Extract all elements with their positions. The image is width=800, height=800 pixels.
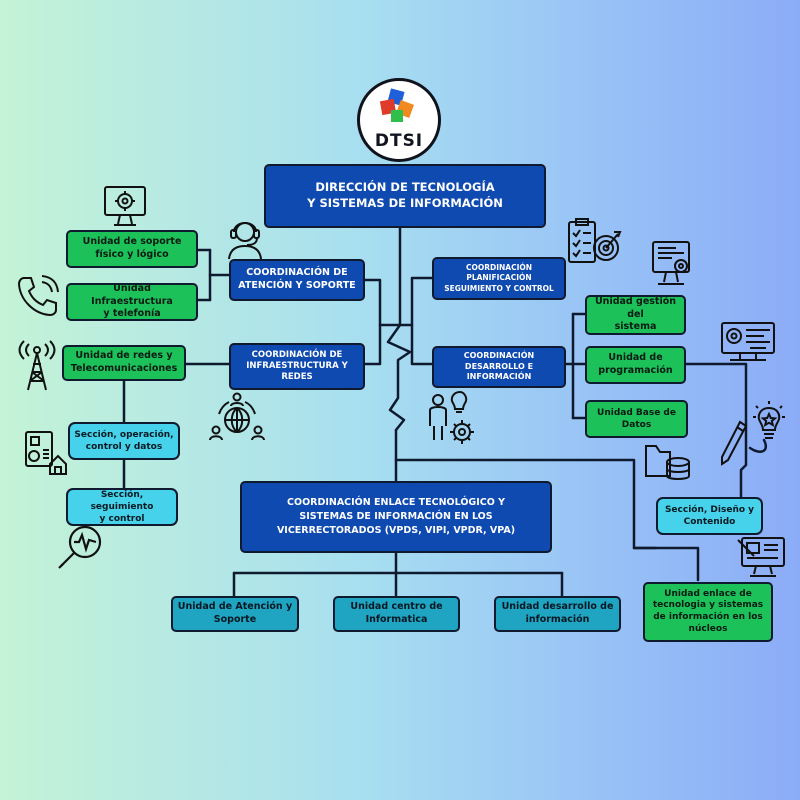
folder-database-icon — [645, 445, 690, 480]
unidad-atencion-soporte[interactable]: Unidad de Atención y Soporte — [171, 596, 299, 632]
monitor-gear-icon — [104, 186, 146, 226]
unidad-programacion[interactable]: Unidad de programación — [585, 346, 686, 384]
unidad-enlace-nucleos[interactable]: Unidad enlace de tecnologia y sistemas d… — [643, 582, 773, 642]
seccion-seguimiento[interactable]: Sección, seguimiento y control — [66, 488, 178, 526]
unidad-infraestructura-telefonia[interactable]: Unidad Infraestructura y telefonía — [66, 283, 198, 321]
seccion-diseno[interactable]: Sección, Diseño y Contenido — [656, 497, 763, 535]
unidad-centro-informatica[interactable]: Unidad centro de Informatica — [333, 596, 460, 632]
security-panel-icon — [25, 431, 67, 475]
coordinacion-enlace[interactable]: COORDINACIÓN ENLACE TECNOLÓGICO Y SISTEM… — [240, 481, 552, 553]
dtsi-logo: DTSI — [357, 78, 441, 162]
network-people-icon — [209, 392, 265, 441]
coordinacion-desarrollo[interactable]: COORDINACIÓN DESARROLLO E INFORMACIÓN — [432, 346, 566, 388]
radio-tower-icon — [18, 340, 56, 391]
pencil-icon — [721, 420, 748, 466]
coordinacion-infraestructura-redes[interactable]: COORDINACIÓN DE INFRAESTRUCTURA Y REDES — [229, 343, 365, 390]
lightbulb-icon — [753, 401, 785, 439]
monitor-settings-icon — [652, 241, 690, 285]
coordinacion-atencion-soporte[interactable]: COORDINACIÓN DE ATENCIÓN Y SOPORTE — [229, 259, 365, 301]
seccion-operacion[interactable]: Sección, operación, control y datos — [68, 422, 180, 460]
phone-icon — [17, 275, 59, 317]
logo-text: DTSI — [374, 131, 424, 151]
unidad-redes[interactable]: Unidad de redes y Telecomunicaciones — [62, 345, 186, 381]
checklist-target-icon — [568, 218, 622, 263]
logo-cube-icon — [379, 88, 414, 122]
unidad-desarrollo-informacion[interactable]: Unidad desarrollo de información — [494, 596, 621, 632]
design-monitor-icon — [737, 537, 785, 577]
direccion-box[interactable]: DIRECCIÓN DE TECNOLOGÍA Y SISTEMAS DE IN… — [264, 164, 546, 228]
unidad-soporte-fisico[interactable]: Unidad de soporte físico y lógico — [66, 230, 198, 268]
computer-code-icon — [721, 322, 775, 361]
person-ideas-icon — [429, 390, 474, 444]
magnifier-pulse-icon — [58, 525, 102, 569]
unidad-base-datos[interactable]: Unidad Base de Datos — [585, 400, 688, 438]
coordinacion-planificacion[interactable]: COORDINACIÓN PLANIFICACIÓN SEGUIMIENTO Y… — [432, 257, 566, 300]
unidad-gestion-sistema[interactable]: Unidad gestión del sistema — [585, 295, 686, 335]
headset-agent-icon — [228, 222, 262, 260]
